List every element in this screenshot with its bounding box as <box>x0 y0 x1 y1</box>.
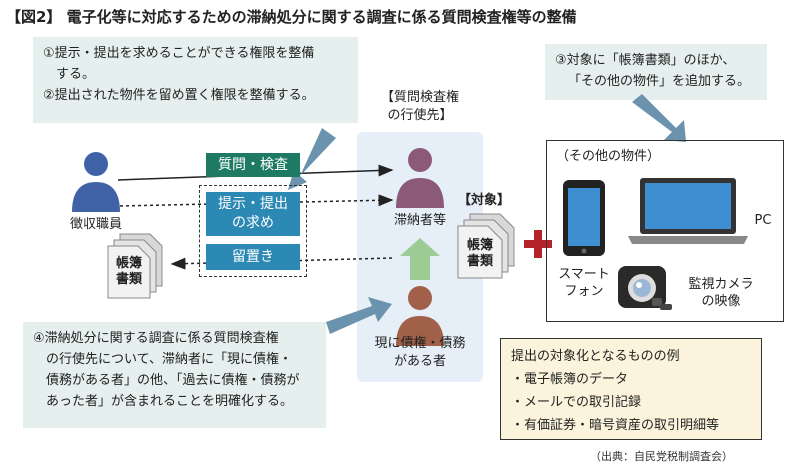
note-target-line-2: 「その他の物件」を追加する。 <box>568 74 751 89</box>
pointer-arrow-note-3 <box>632 94 686 142</box>
note-scope-line-2: の行使先について、滞納者に「現に債権・ <box>46 352 292 367</box>
ledger-documents-icon-left <box>107 233 163 299</box>
source-credit: （出典：自民党税制調査会） <box>590 450 733 463</box>
debtor-person-icon <box>396 286 444 346</box>
note-scope-line-1: ④滞納処分に関する調査に係る質問検査権 <box>33 331 279 346</box>
ledger-target-line-2: 書類 <box>466 254 493 269</box>
note-scope-line-4: あった者」が含まれることを明確化する。 <box>46 394 294 409</box>
camera-label-line-2: の映像 <box>701 294 741 309</box>
smartphone-icon <box>563 180 605 256</box>
ledger-left-line-1: 帳簿 <box>115 256 142 271</box>
note-target-items: ③対象に「帳簿書類」のほか、 「その他の物件」を追加する。 <box>545 44 767 100</box>
exercise-target-label-line-2: の行使先】 <box>387 108 453 123</box>
note-target-line-1: ③対象に「帳簿書類」のほか、 <box>555 53 736 68</box>
figure-title: 【図2】 電子化等に対応するための滞納処分に関する調査に係る質問検査権等の整備 <box>6 8 577 26</box>
ledger-target-text: 帳簿 書類 <box>460 238 500 270</box>
note-authority-line-3: ②提出された物件を留め置く権限を整備する。 <box>43 88 315 103</box>
smartphone-label: スマート フォン <box>552 266 616 300</box>
examples-heading: 提出の対象化となるものの例 <box>511 349 680 364</box>
camera-label: 監視カメラ の映像 <box>676 276 766 310</box>
exercise-target-label: 【質問検査権 の行使先】 <box>357 89 483 125</box>
other-items-title: （その他の物件） <box>556 149 661 164</box>
note-authority-line-1: ①提示・提出を求めることができる権限を整備 <box>43 46 315 61</box>
ledger-left-line-2: 書類 <box>115 272 142 287</box>
note-exercise-scope: ④滞納処分に関する調査に係る質問検査権 の行使先について、滞納者に「現に債権・ … <box>23 322 326 428</box>
note-authority-line-2: する。 <box>56 67 96 82</box>
pc-label: PC <box>754 213 772 228</box>
camera-label-line-1: 監視カメラ <box>688 277 754 292</box>
exercise-target-label-line-1: 【質問検査権 <box>380 90 459 105</box>
question-inspection-label: 質問・検査 <box>206 153 300 177</box>
retention-label: 留置き <box>206 244 300 270</box>
tax-official-person-icon <box>72 152 120 212</box>
other-items-box <box>546 140 784 322</box>
smartphone-label-line-2: フォン <box>564 284 604 299</box>
pointer-arrow-note-1 <box>288 128 336 190</box>
delinquent-person-icon <box>396 148 444 208</box>
tax-official-label: 徴収職員 <box>69 217 122 232</box>
examples-box: 提出の対象化となるものの例 ・電子帳簿のデータ ・メールでの取引記録 ・有価証券… <box>500 338 762 440</box>
delinquent-label: 滞納者等 <box>393 213 446 228</box>
request-submission-line-2: の求め <box>232 215 274 231</box>
plus-icon <box>524 230 552 258</box>
debtor-label: 現に債権・債務 がある者 <box>364 335 476 371</box>
security-camera-icon <box>618 266 672 310</box>
debtor-label-line-2: がある者 <box>393 354 446 369</box>
note-authority: ①提示・提出を求めることができる権限を整備 する。 ②提出された物件を留め置く権… <box>33 37 358 123</box>
pointer-arrow-note-4 <box>326 297 392 334</box>
smartphone-label-line-1: スマート <box>558 267 610 282</box>
request-submission-line-1: 提示・提出 <box>218 196 288 212</box>
debtor-label-line-1: 現に債権・債務 <box>374 336 466 351</box>
ledger-target-line-1: 帳簿 <box>466 238 493 253</box>
target-label: 【対象】 <box>457 193 510 208</box>
new-authority-dashed-box <box>199 185 307 277</box>
request-submission-label: 提示・提出 の求め <box>206 192 300 236</box>
up-arrow-green <box>400 238 440 280</box>
laptop-icon <box>628 178 748 244</box>
ledger-documents-icon-target <box>457 213 515 279</box>
examples-item-2: ・メールでの取引記録 <box>511 395 642 410</box>
ledger-left-text: 帳簿 書類 <box>110 256 148 288</box>
examples-item-1: ・電子帳簿のデータ <box>511 372 629 387</box>
note-scope-line-3: 債務がある者」の他、「過去に債権・債務が <box>46 373 300 388</box>
examples-item-3: ・有価証券・暗号資産の取引明細等 <box>511 418 720 433</box>
